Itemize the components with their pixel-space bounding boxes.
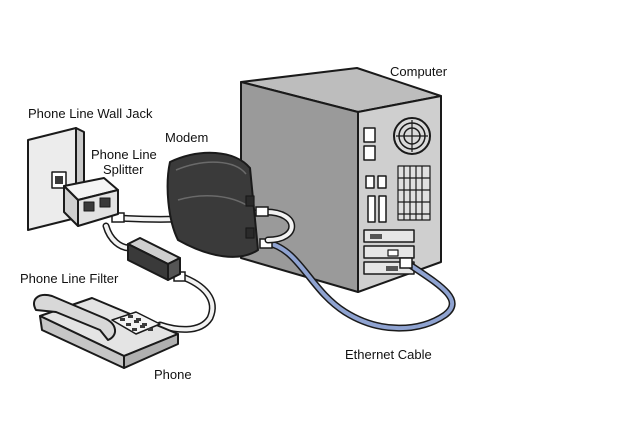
label-splitter-line1: Phone Line (91, 147, 157, 162)
label-splitter-line2: Splitter (103, 162, 144, 177)
phone-line-splitter-icon (63, 177, 119, 227)
phone-line-filter-icon (127, 237, 181, 281)
label-modem: Modem (165, 130, 208, 145)
telephone-icon (33, 294, 179, 369)
label-phone: Phone (154, 367, 192, 382)
label-filter: Phone Line Filter (20, 271, 119, 286)
ethernet-cable (259, 238, 456, 332)
label-computer: Computer (390, 64, 448, 79)
label-ethernet: Ethernet Cable (345, 347, 432, 362)
modem-icon (166, 151, 259, 258)
label-wall-jack: Phone Line Wall Jack (28, 106, 153, 121)
